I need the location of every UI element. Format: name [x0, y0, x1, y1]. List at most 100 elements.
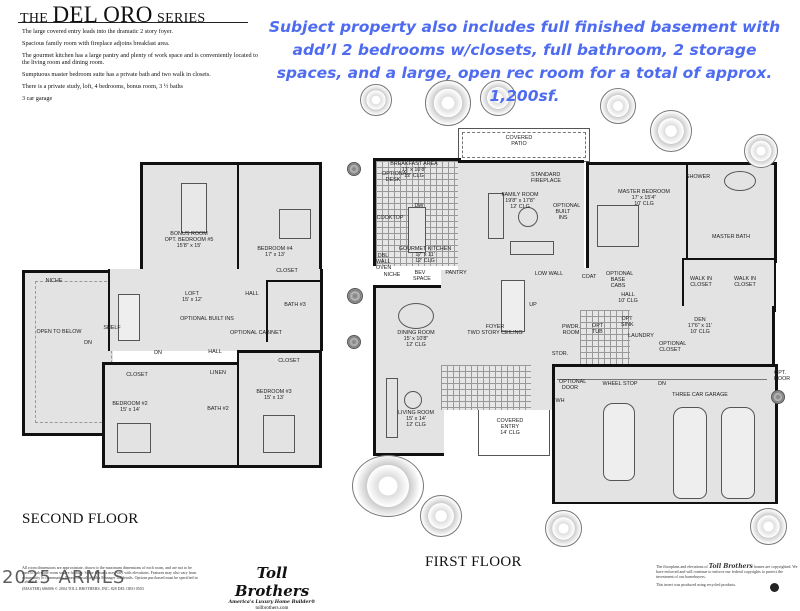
shrub-icon — [771, 390, 785, 404]
closet-label: CLOSET — [278, 358, 300, 364]
hall-upper-label: HALL — [245, 291, 259, 297]
optional-closet-label: OPTIONAL CLOSET — [659, 341, 687, 354]
balcony-railing — [35, 281, 112, 423]
patio-outline — [462, 132, 586, 158]
car-icon — [603, 403, 635, 481]
copyright-brand: Toll Brothers — [708, 563, 753, 570]
second-floor-title: SECOND FLOOR — [22, 511, 139, 527]
den — [660, 306, 775, 367]
feature-item: The gourmet kitchen has a large pantry a… — [22, 51, 258, 67]
brand-tagline: America's Luxury Home Builder® — [228, 600, 316, 605]
brand-name: Toll Brothers — [234, 564, 310, 600]
optional-base-cabs-label: OPTIONAL BASE CABS — [606, 271, 634, 290]
low-wall-label: LOW WALL — [534, 271, 564, 277]
stairs — [501, 280, 525, 332]
basement-note-banner: Subject property also includes full fini… — [268, 18, 781, 105]
optional-cabinet-label: OPTIONAL CABINET — [230, 330, 282, 336]
mls-watermark: 2025 ARMLS — [2, 567, 126, 588]
wall — [108, 269, 110, 351]
tree-icon — [352, 455, 424, 517]
tree-icon — [420, 495, 462, 537]
stair-dn-label: DN — [84, 340, 92, 346]
foyer-tile — [441, 365, 531, 410]
stair-up-label: UP — [529, 302, 537, 308]
water-heater-label: WH — [555, 398, 565, 404]
covered-entry — [478, 410, 550, 456]
title-suffix: SERIES — [157, 11, 206, 26]
coat-label: COAT — [581, 274, 597, 280]
breakfast-kitchen-area — [373, 158, 461, 266]
opt-door-label: OPT. DOOR — [774, 370, 791, 383]
optional-built-ins-label: OPTIONAL BUILT INS — [180, 316, 234, 322]
shrub-icon — [347, 288, 363, 304]
shower-label: SHOWER — [685, 174, 711, 180]
opt-tub-label: OPT TUB — [592, 323, 604, 336]
brand-website: tollbrothers.com — [255, 606, 289, 611]
fireplace-label: STANDARD FIREPLACE — [531, 172, 561, 185]
optional-desk-label: OPTIONAL DESK — [382, 171, 410, 184]
optional-built-ins-label: OPTIONAL BUILT INS — [553, 203, 581, 222]
niche-label: NICHE — [45, 278, 63, 284]
features-list: The large covered entry leads into the d… — [22, 28, 262, 106]
hall-lower-label: HALL — [208, 349, 222, 355]
master-bedroom — [586, 162, 689, 278]
sofa — [510, 241, 554, 255]
bed-icon — [117, 423, 151, 453]
bedroom-4 — [237, 162, 322, 272]
walk-in-closet-label: WALK IN CLOSET — [734, 276, 756, 289]
tree-icon — [480, 80, 516, 116]
sofa — [386, 378, 398, 438]
linen-label: LINEN — [210, 370, 226, 376]
shrub-icon — [347, 162, 361, 176]
bed-icon — [597, 205, 639, 247]
bedroom-3 — [237, 350, 322, 468]
feature-item: Spacious family room with fireplace adjo… — [22, 39, 170, 47]
foyer — [441, 270, 556, 410]
open-to-below-area — [22, 270, 113, 436]
three-car-garage — [552, 364, 778, 504]
feature-item: There is a private study, loft, 4 bedroo… — [22, 82, 183, 90]
pantry-label: PANTRY — [445, 270, 467, 276]
disclaimer-text: All room dimensions are approximate, dra… — [22, 565, 200, 592]
disclaimer-body: All room dimensions are approximate, dra… — [22, 565, 198, 585]
walk-in-closet-label: WALK IN CLOSET — [690, 276, 712, 289]
laundry-label: LAUNDRY — [628, 333, 654, 339]
wheel-stop-label: WHEEL STOP — [602, 381, 638, 387]
closet-label: CLOSET — [126, 372, 148, 378]
bed-icon — [263, 415, 295, 453]
laundry-pwdr-tile — [580, 310, 630, 364]
double-wall-oven-label: DBL WALL OVEN — [376, 253, 392, 272]
bath-3-label: BATH #3 — [284, 302, 306, 308]
sofa — [488, 193, 504, 239]
opt-sink-label: OPT SINK — [621, 316, 634, 329]
dining-table — [398, 303, 434, 329]
optional-door-label: OPTIONAL DOOR — [559, 379, 587, 392]
first-floor-title: FIRST FLOOR — [425, 554, 522, 570]
bonus-room — [140, 162, 243, 272]
coffee-table — [518, 207, 538, 227]
bev-space-label: BEV SPACE — [413, 270, 431, 283]
dining-living-rooms — [373, 285, 444, 456]
storage-label: STOR. — [551, 351, 569, 357]
car-icon — [721, 407, 755, 499]
coffee-table — [404, 391, 422, 409]
title-divider — [18, 22, 248, 23]
car-icon — [673, 407, 707, 499]
title-main: DEL ORO — [52, 2, 153, 27]
master-bath-label: MASTER BATH — [712, 234, 750, 240]
powder-room-label: PWDR. ROOM — [562, 324, 580, 337]
garage-label: THREE CAR GARAGE — [672, 392, 728, 398]
feature-item: The large covered entry leads into the d… — [22, 28, 173, 35]
family-room — [458, 160, 584, 271]
